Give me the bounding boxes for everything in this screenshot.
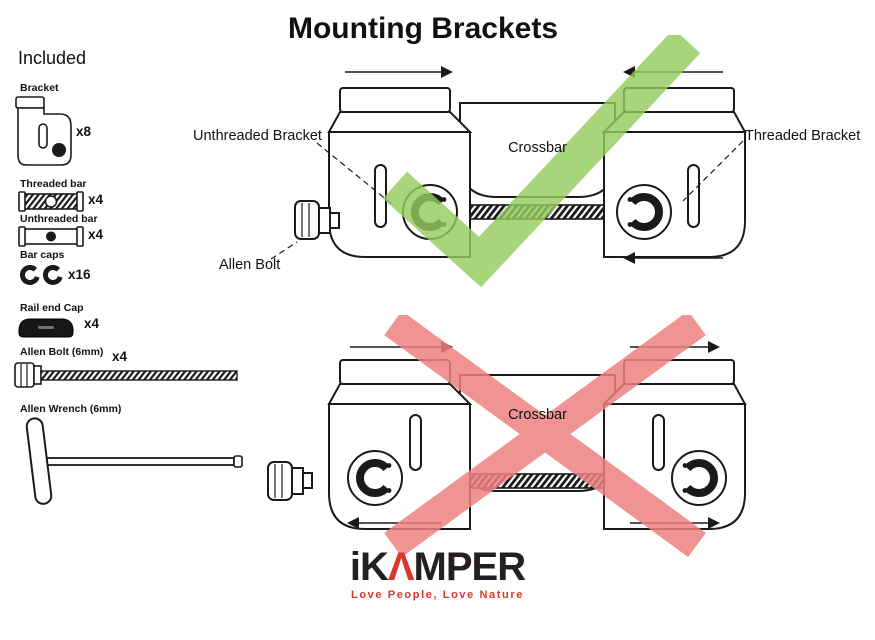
part-label-allen-wrench: Allen Wrench (6mm) (20, 403, 122, 415)
bar-caps-icon (19, 264, 63, 285)
part-label-unthreaded-bar: Unthreaded bar (20, 213, 98, 225)
part-qty-allen-bolt: x4 (112, 349, 128, 364)
leader-line-allen-bolt (270, 241, 298, 260)
crossbar-label-incorrect: Crossbar (508, 407, 567, 423)
correct-assembly-diagram (270, 35, 746, 288)
part-qty-unthreaded-bar: x4 (88, 227, 104, 242)
allen-bolt-drawing (294, 200, 340, 240)
part-label-allen-bolt: Allen Bolt (6mm) (20, 346, 104, 358)
brand-a-mark: Λ (387, 545, 415, 589)
allen-wrench-icon (25, 417, 243, 505)
ikamper-logo: iKΛMPER Love People, Love Nature (0, 546, 875, 601)
brand-prefix: iK (349, 545, 389, 589)
part-label-rail-end-cap: Rail end Cap (20, 302, 84, 314)
part-qty-bracket: x8 (76, 124, 92, 139)
incorrect-assembly-diagram (267, 315, 746, 558)
allen-bolt-label: Allen Bolt (219, 257, 281, 273)
left-bracket (328, 359, 471, 530)
logo-tagline: Love People, Love Nature (351, 589, 524, 601)
leader-line-unthreaded (316, 142, 394, 206)
right-bracket-threaded (603, 87, 746, 258)
page-title: Mounting Brackets (287, 12, 559, 45)
unthreaded-bracket-label: Unthreaded Bracket (193, 128, 322, 144)
allen-bolt-drawing (267, 461, 313, 501)
rail-end-cap-icon (18, 318, 74, 338)
part-qty-rail-end-cap: x4 (84, 316, 100, 331)
threaded-bracket-label: Threaded Bracket (745, 128, 861, 144)
unthreaded-bar-icon (18, 226, 84, 247)
check-icon (382, 35, 701, 288)
bracket-icon (15, 96, 72, 166)
allen-bolt-icon (14, 362, 238, 388)
brand-suffix: MPER (413, 545, 527, 589)
right-bracket (603, 359, 746, 530)
crossbar-label: Crossbar (508, 140, 567, 156)
brand-wordmark: iKΛMPER (0, 546, 875, 588)
part-label-bar-caps: Bar caps (20, 249, 65, 261)
cross-icon (384, 315, 706, 558)
threaded-bar-icon (18, 191, 84, 212)
part-label-bracket: Bracket (20, 82, 59, 94)
part-qty-threaded-bar: x4 (88, 192, 104, 207)
leader-line-threaded (682, 140, 744, 202)
part-qty-bar-caps: x16 (68, 267, 91, 282)
part-label-threaded-bar: Threaded bar (20, 178, 87, 190)
included-heading: Included (18, 48, 87, 68)
